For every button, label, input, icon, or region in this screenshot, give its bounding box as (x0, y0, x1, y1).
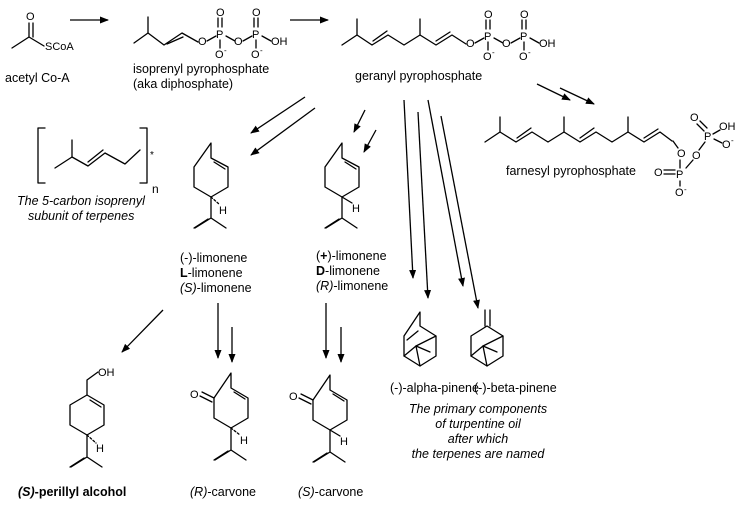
minus-limonene-name1: (-)-limonene (180, 251, 247, 265)
s-carvone-label: (S)-carvone (298, 485, 363, 499)
geranyl-o2: O (502, 38, 511, 50)
geranyl-charge2: - (528, 48, 531, 57)
arrow-geranyl-to-minus-limonene-1 (250, 96, 306, 134)
isoprenyl-pp-alt-label: (aka diphosphate) (133, 77, 233, 91)
isoprenyl-p1-oxo: O (216, 7, 225, 19)
acetyl-coa-oxygen: O (26, 11, 35, 23)
isoprenyl-charge1: - (224, 46, 227, 55)
s-carvone-h: H (340, 436, 348, 448)
geranyl-pp-label: geranyl pyrophosphate (355, 69, 482, 83)
perillyl-h: H (96, 443, 104, 455)
arrow-geranyl-to-beta-pinene-1 (427, 99, 465, 287)
r-carvone-h: H (240, 435, 248, 447)
minus-limonene-name2: L-limonene (180, 266, 243, 280)
turpentine-note-line4: the terpenes are named (412, 447, 546, 461)
geranyl-pyrophosphate-structure: O P O O - O P O O - OH (341, 9, 556, 63)
subunit-caption-line1: The 5-carbon isoprenyl (17, 194, 146, 208)
geranyl-p2-oxo: O (520, 9, 529, 21)
alpha-pinene-label: (-)-alpha-pinene (390, 381, 479, 395)
geranyl-p1: P (484, 31, 491, 43)
acetyl-coa-label: acetyl Co-A (5, 71, 70, 85)
plus-limonene-structure: H (324, 142, 360, 229)
farnesyl-charge2: - (731, 136, 734, 145)
minus-limonene-name3: (S)-limonene (180, 281, 252, 295)
isoprenyl-p1-ominus: O (215, 49, 224, 61)
arrow-geranyl-to-beta-pinene-2 (440, 115, 480, 309)
alpha-pinene-structure (403, 311, 437, 367)
arrow-geranyl-to-minus-limonene-2 (250, 107, 316, 156)
isoprenyl-subunit-structure: * n (37, 127, 159, 196)
farnesyl-pp-label: farnesyl pyrophosphate (506, 164, 636, 178)
farnesyl-p2-ominus: O (722, 139, 731, 151)
farnesyl-p1: P (676, 169, 683, 181)
arrow-geranyl-to-alpha-pinene-2 (417, 111, 432, 299)
plus-limonene-name3: (R)-limonene (316, 279, 388, 293)
geranyl-p1-oxo: O (484, 9, 493, 21)
perillyl-alcohol-label: (S)-perillyl alcohol (18, 485, 126, 499)
r-carvone-oxygen: O (190, 389, 199, 401)
farnesyl-p2-oxo: O (690, 112, 699, 124)
arrow-limonene-to-perillyl (121, 309, 164, 353)
isoprenyl-charge2: - (260, 46, 263, 55)
farnesyl-p1-ominus: O (675, 187, 684, 199)
isoprenyl-p1: P (216, 29, 223, 41)
geranyl-o1: O (466, 38, 475, 50)
isoprenyl-p2-oxo: O (252, 7, 261, 19)
beta-pinene-structure (470, 309, 504, 367)
plus-limonene-name2: D-limonene (316, 264, 380, 278)
subunit-repeat-n: n (152, 182, 159, 196)
geranyl-p1-ominus: O (483, 51, 492, 63)
isoprenyl-o1: O (198, 36, 207, 48)
plus-limonene-name1: (+)-limonene (316, 249, 387, 263)
turpentine-note-line1: The primary components (409, 402, 547, 416)
s-carvone-oxygen: O (289, 391, 298, 403)
minus-limonene-h: H (219, 205, 227, 217)
arrow-geranyl-to-alpha-pinene-1 (403, 99, 417, 279)
farnesyl-pyrophosphate-structure: O P O O - O P O OH O - (484, 112, 736, 199)
farnesyl-charge1: - (684, 185, 687, 194)
subunit-caption-line2: subunit of terpenes (28, 209, 134, 223)
isoprenyl-o2: O (234, 36, 243, 48)
isoprenyl-p2: P (252, 29, 259, 41)
beta-pinene-label: (-)-beta-pinene (474, 381, 557, 395)
plus-limonene-h: H (352, 203, 360, 215)
farnesyl-o1: O (677, 148, 686, 160)
geranyl-p2-ominus: O (519, 51, 528, 63)
subunit-star: * (150, 150, 154, 161)
turpentine-note-line3: after which (448, 432, 508, 446)
isoprenyl-p2-ominus: O (251, 49, 260, 61)
farnesyl-p1-oxo: O (654, 167, 663, 179)
minus-limonene-structure: H (193, 142, 229, 229)
perillyl-oh: OH (98, 367, 115, 379)
arrow-geranyl-to-farnesyl-2 (559, 87, 595, 105)
acetyl-coa-structure: O SCoA (11, 11, 74, 53)
turpentine-note-line2: of turpentine oil (435, 417, 522, 431)
farnesyl-p2: P (704, 131, 711, 143)
geranyl-p2: P (520, 31, 527, 43)
isoprenyl-oh: OH (271, 36, 288, 48)
arrow-geranyl-to-farnesyl-1 (536, 83, 571, 101)
geranyl-oh: OH (539, 38, 556, 50)
farnesyl-o2: O (692, 150, 701, 162)
r-carvone-structure: O H (190, 372, 249, 461)
acetyl-coa-scoa: SCoA (45, 41, 74, 53)
geranyl-charge1: - (492, 48, 495, 57)
isoprenyl-pp-label: isoprenyl pyrophosphate (133, 62, 269, 76)
farnesyl-oh: OH (719, 121, 736, 133)
arrow-geranyl-to-plus-limonene-2 (363, 129, 377, 153)
r-carvone-label: (R)-carvone (190, 485, 256, 499)
isoprenyl-pyrophosphate-structure: O P O O - O P O O - OH (133, 7, 288, 61)
arrow-geranyl-to-plus-limonene-1 (353, 109, 366, 133)
s-carvone-structure: O H (289, 374, 348, 463)
perillyl-alcohol-structure: OH H (69, 367, 115, 468)
